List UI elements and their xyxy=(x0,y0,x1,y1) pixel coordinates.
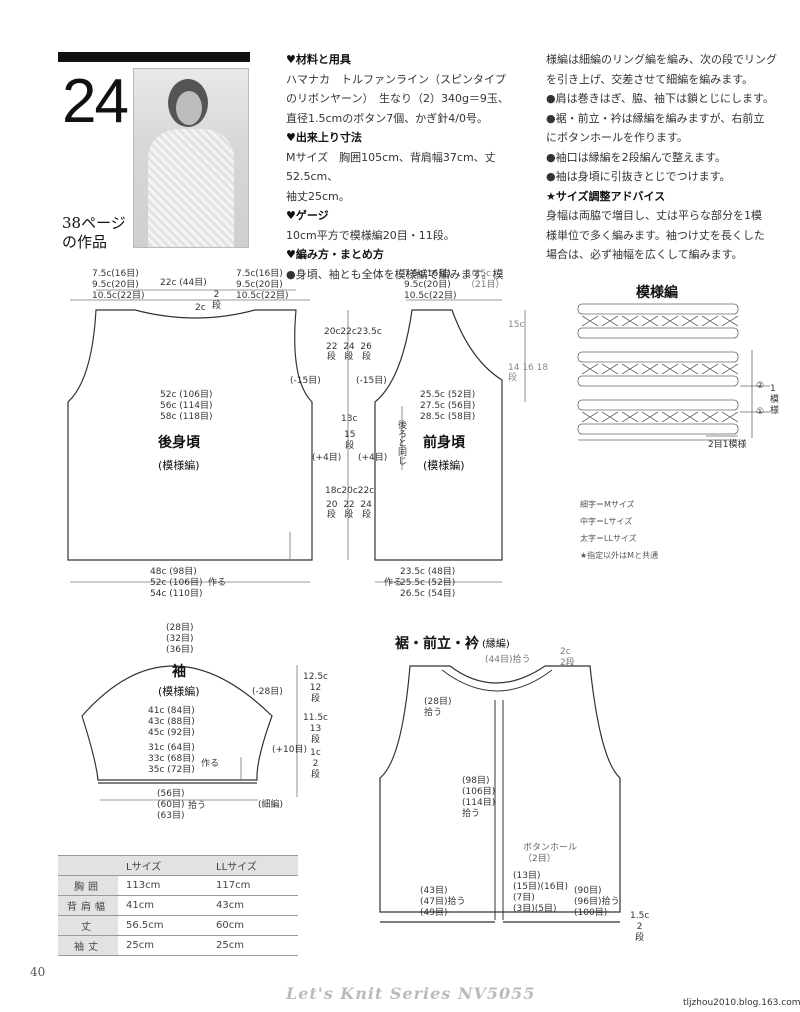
pattern-number: 24 xyxy=(62,67,129,136)
front-body-outline xyxy=(374,309,503,561)
border-title: 裾・前立・衿 xyxy=(395,636,479,652)
sleeve-edge-label: (細編) xyxy=(258,800,284,810)
sleeve-pick-label: 拾う xyxy=(188,801,207,811)
sleeve-lower-dim: 31c (64目)33c (68目)35c (72目) xyxy=(148,743,195,775)
border-left-neck: (28目)拾う xyxy=(424,697,452,718)
hem-middle-counts: (13目)(15目)(16目)(7目)(3目)(5目) xyxy=(513,871,568,914)
back-make-label: 作る xyxy=(208,578,227,588)
back-neck-depth: 2c xyxy=(195,303,206,313)
header-bar xyxy=(58,52,250,62)
sleeve-inc: (+10目) xyxy=(272,745,308,755)
mid-length-dim: 13c xyxy=(341,414,358,424)
front-title: 前身頃 xyxy=(423,435,465,451)
hem-right-pick: (90目)(96目)拾う(100目) xyxy=(574,886,620,918)
back-top-right-dim: 7.5c(16目)9.5c(20目)10.5c(22目) xyxy=(236,269,289,301)
border-front-pick: (98目)(106目)(114目)拾う xyxy=(462,776,496,819)
back-subtitle: (模様編) xyxy=(158,459,200,472)
advice-heading: ★サイズ調整アドバイス xyxy=(546,189,666,203)
front-make-label: 作る xyxy=(384,578,403,588)
lower-length-rows: 20 22 24 段 段 段 xyxy=(326,500,372,520)
size-legend: 細字＝Mサイズ中字＝Lサイズ太字＝LLサイズ★指定以外はMと共通 xyxy=(580,500,659,560)
same-as-back-note: 後ろと同じ xyxy=(396,420,406,465)
stitch-row-2: ② xyxy=(756,381,765,391)
buttonhole-label: ボタンホール（2目） xyxy=(523,843,578,864)
sleeve-title: 袖 xyxy=(172,664,186,680)
back-title: 後身頃 xyxy=(158,435,200,451)
materials-heading: ♥材料と用具 xyxy=(286,53,351,66)
front-armhole-dec: (-15目) xyxy=(356,376,387,386)
front-width-dim: 25.5c (52目)27.5c (56目)28.5c (58目) xyxy=(420,390,476,422)
armhole-depth-dim: 20c22c23.5c xyxy=(324,327,382,337)
sleeve-make-label: 作る xyxy=(201,759,220,769)
sleeve-width-dim: 41c (84目)43c (88目)45c (92目) xyxy=(148,706,195,738)
instructions-column-1: ♥材料と用具 ハマナカ トルファンライン（スピンタイプ のリボンヤーン） 生なり… xyxy=(286,50,516,284)
back-top-left-dim: 7.5c(16目)9.5c(20目)10.5c(22目) xyxy=(92,269,145,301)
stitch-repeat-label: 2目1模様 xyxy=(708,440,747,450)
size-header-ll: LLサイズ xyxy=(208,855,298,876)
stitch-chart xyxy=(577,303,770,441)
page-number: 40 xyxy=(30,965,46,979)
instructions-column-2: 様編は細編のリング編を編み、次の段でリング を引き上げ、交差させて細編を編みます… xyxy=(546,50,786,265)
border-body-outline xyxy=(379,665,621,913)
sleeve-outline xyxy=(81,665,273,781)
lower-length-dim: 18c20c22c xyxy=(325,486,375,496)
back-width-dim: 52c (106目)56c (114目)58c (118目) xyxy=(160,390,213,422)
stitch-row-1: ① xyxy=(756,407,765,417)
front-top-right-dim: 10.5c（21目） xyxy=(466,269,505,290)
blog-watermark: tljzhou2010.blog.163.com xyxy=(683,998,800,1008)
series-title: Let's Knit Series NV5055 xyxy=(286,984,536,1003)
sleeve-top-count: (28目)(32目)(36目) xyxy=(166,623,194,655)
front-bottom-dim: 23.5c (48目)25.5c (52目)26.5c (54目) xyxy=(400,567,456,599)
collar-inner-line xyxy=(441,669,553,692)
stitch-chart-title: 模様編 xyxy=(636,285,678,301)
page-reference: 38ページの作品 xyxy=(62,214,126,251)
finished-size-heading: ♥出来上り寸法 xyxy=(286,131,362,144)
back-body-outline xyxy=(67,309,313,561)
hem-left-pick: (43目)(47目)拾う(49目) xyxy=(420,886,466,918)
sleeve-bottom-count: (56目)(60目)(63目) xyxy=(157,789,185,821)
back-top-center-dim: 22c (44目) xyxy=(160,278,207,288)
back-side-inc: (+4目) xyxy=(312,453,342,463)
front-neck-rows: 14 16 18 段 xyxy=(508,363,549,383)
model-photo xyxy=(133,68,249,248)
border-subtitle: (縁編) xyxy=(482,639,510,650)
back-bottom-dim: 48c (98目)52c (106目)54c (110目) xyxy=(150,567,203,599)
front-subtitle: (模様編) xyxy=(423,459,465,472)
front-neck-depth: 15c xyxy=(508,320,525,330)
gauge-heading: ♥ゲージ xyxy=(286,209,329,222)
sleeve-cap-dec: (-28目) xyxy=(252,687,283,697)
method-heading: ♥編み方・まとめ方 xyxy=(286,248,384,261)
armhole-rows: 22 24 26 段 段 段 xyxy=(326,342,372,362)
front-top-dim: 7.5c(16目)9.5c(20目)10.5c(22目) xyxy=(404,269,457,301)
size-header-l: Lサイズ xyxy=(118,855,208,876)
border-neck-pick: (44目)拾う xyxy=(485,655,531,665)
front-side-inc: (+4目) xyxy=(358,453,388,463)
sleeve-subtitle: (模様編) xyxy=(158,685,200,698)
back-armhole-dec: (-15目) xyxy=(290,376,321,386)
